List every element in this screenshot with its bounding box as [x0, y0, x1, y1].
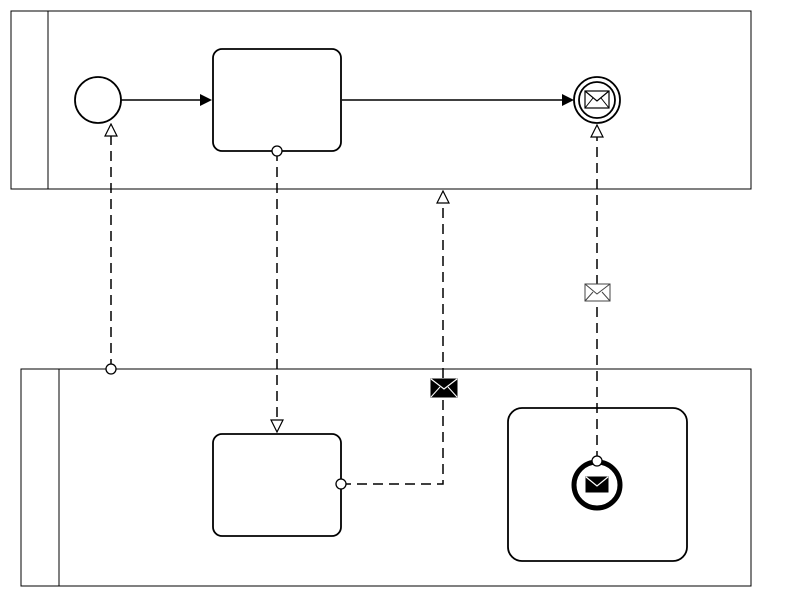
pool-top[interactable]: [10, 10, 752, 190]
envelope-outline-icon: [584, 283, 611, 302]
message-flow-source-circle: [105, 363, 117, 375]
message-flow-source-circle: [335, 478, 347, 490]
message-flow-end-to-end[interactable]: [584, 126, 611, 467]
envelope-filled-icon: [430, 378, 458, 398]
envelope-filled-icon: [585, 476, 609, 493]
start-event[interactable]: [74, 76, 122, 124]
subprocess-end-event-message[interactable]: [571, 459, 623, 511]
start-event-circle: [74, 76, 122, 124]
message-flow-source-circle: [271, 145, 283, 157]
task-top[interactable]: [212, 48, 342, 152]
pool-bottom[interactable]: [20, 368, 752, 587]
task-bottom-box: [212, 433, 342, 537]
end-event-message[interactable]: [573, 76, 621, 124]
task-top-box: [212, 48, 342, 152]
message-flow-task-to-task[interactable]: [271, 145, 283, 431]
task-bottom[interactable]: [212, 433, 342, 537]
pool-bottom-border: [20, 368, 752, 587]
pool-top-border: [10, 10, 752, 190]
message-flow-task-to-pool[interactable]: [335, 192, 458, 490]
message-flow-source-circle: [591, 455, 603, 467]
message-flow-pool-to-start[interactable]: [105, 125, 117, 375]
envelope-icon: [584, 90, 610, 109]
